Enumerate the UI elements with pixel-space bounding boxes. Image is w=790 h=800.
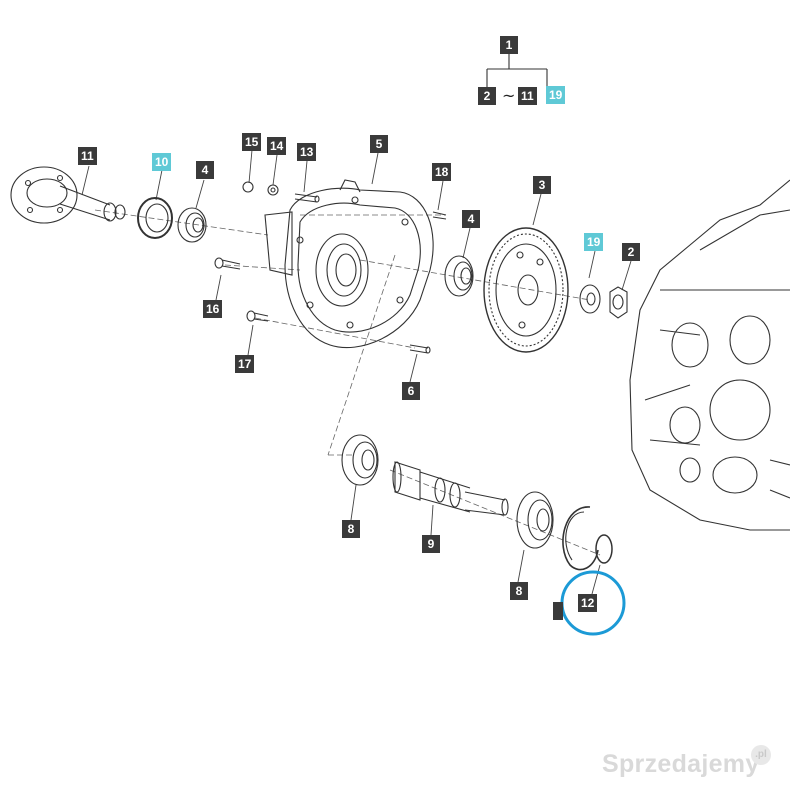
tree-tilde: ~ — [502, 86, 516, 105]
watermark-text: Sprzedajemy — [602, 750, 760, 778]
tag-drive-shaft: 9 — [422, 535, 440, 553]
tag-bolt-lower: 17 — [235, 355, 255, 373]
tag-tree-right: 19 — [546, 86, 566, 104]
bearing-mid-part — [444, 255, 474, 297]
tag-seal-ring: 10 — [152, 153, 172, 171]
watermark-badge: .pl — [751, 745, 771, 765]
tag-nut-big: 2 — [622, 243, 640, 261]
housing-part — [264, 179, 434, 349]
tag-pin-lower: 6 — [402, 382, 420, 400]
tag-washer-big: 19 — [584, 233, 604, 251]
bearing-left-part — [177, 207, 207, 243]
tag-tree-root: 1 — [500, 36, 518, 54]
oring-part — [595, 534, 613, 564]
gear-part — [483, 227, 569, 353]
tag-flange-shaft: 11 — [78, 147, 97, 165]
tag-bearing-lower-right: 8 — [510, 582, 528, 600]
leader-lines — [81, 149, 632, 595]
tag-pin-right: 18 — [432, 163, 452, 181]
seal-ring-part — [137, 197, 173, 239]
tag-bearing-mid: 4 — [462, 210, 480, 228]
bearing-lower-right-part — [516, 491, 554, 549]
assembly-tree-lines — [486, 54, 548, 87]
gearbox-casting-part — [629, 179, 790, 531]
tag-housing: 5 — [370, 135, 388, 153]
tag-tree-left: 2 — [478, 87, 496, 105]
washer-big-part — [579, 284, 601, 314]
nut-big-part — [609, 286, 628, 319]
tag-oring: 12 — [578, 594, 598, 612]
tag-tree-mid: 11 — [518, 87, 537, 105]
tag-bolt-upper: 16 — [203, 300, 223, 318]
tag-bearing-lower-left: 8 — [342, 520, 360, 538]
tag-washer-small: 14 — [267, 137, 287, 155]
pin-lower-part — [409, 344, 431, 354]
bearing-lower-left-part — [341, 434, 379, 486]
tag-gear: 3 — [533, 176, 551, 194]
drive-shaft-part — [392, 461, 509, 516]
tag-circlip: 7 — [553, 602, 563, 620]
assembly-axis-lines — [94, 209, 601, 556]
tag-pin-top: 13 — [297, 143, 317, 161]
bolt-parts — [214, 257, 269, 322]
flange-shaft-part — [10, 166, 126, 224]
tag-bearing-left: 4 — [196, 161, 214, 179]
circlip-part — [562, 506, 599, 571]
tag-nut-small: 15 — [242, 133, 262, 151]
